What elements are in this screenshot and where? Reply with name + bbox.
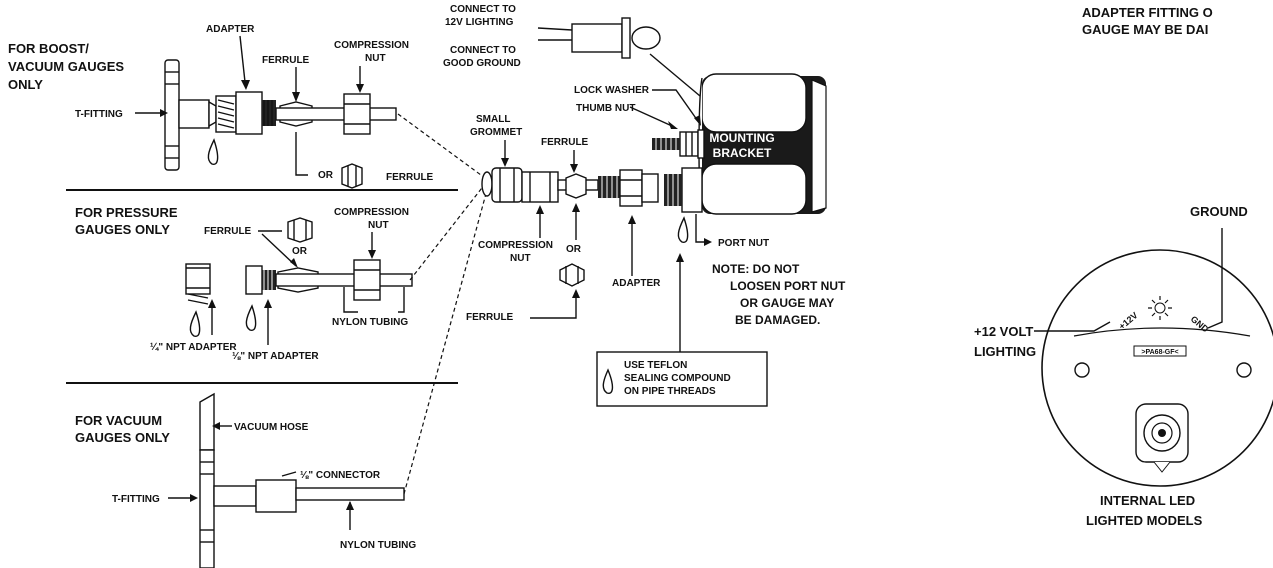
compression-nut-boost	[343, 93, 371, 135]
port-nut	[681, 167, 703, 213]
pressure-heading-line1: FOR PRESSURE	[75, 205, 178, 220]
bulb-icon	[1148, 296, 1172, 320]
thread-center	[598, 176, 620, 198]
thumb-nut	[679, 131, 699, 157]
alt-ferrule-center	[559, 263, 585, 287]
plus12-label-1: +12 VOLT	[974, 324, 1033, 339]
connect-lighting-label-2: 12V LIGHTING	[445, 17, 514, 28]
teflon-line-3: ON PIPE THREADS	[624, 386, 716, 397]
adapter-center	[619, 169, 643, 207]
note-line-3: OR GAUGE MAY	[740, 296, 834, 310]
vacuum-hose	[199, 392, 215, 451]
t-fitting-label: T-FITTING	[75, 109, 123, 120]
boost-heading-line2: VACUUM GAUGES	[8, 59, 124, 74]
ground-label: GROUND	[1190, 204, 1248, 219]
led-label-2: LIGHTED MODELS	[1086, 513, 1203, 528]
compression-nut-center	[521, 171, 559, 203]
or-label-boost: OR	[318, 170, 334, 181]
lock-washer-label: LOCK WASHER	[574, 85, 650, 96]
note-line-1: NOTE: DO NOT	[712, 262, 800, 276]
ferrule-center	[565, 173, 587, 199]
teflon-legend: USE TEFLON SEALING COMPOUND ON PIPE THRE…	[596, 351, 768, 407]
small-grommet	[491, 167, 523, 203]
compression-label-2-center: NUT	[510, 253, 531, 264]
compression-label-2-boost: NUT	[365, 53, 386, 64]
led-dial: +12V GND >PA68-GF<	[1041, 249, 1273, 487]
compression-label-1-pressure: COMPRESSION	[334, 207, 409, 218]
mounting-bracket-label-2: BRACKET	[713, 146, 772, 160]
npt-eighth-adapter	[245, 259, 413, 301]
ferrule-label-center: FERRULE	[541, 137, 589, 148]
threaded-adapter-boost	[215, 91, 276, 135]
or-label-pressure: OR	[292, 246, 308, 257]
boost-heading-line3: ONLY	[8, 77, 43, 92]
vacuum-heading-line2: GAUGES ONLY	[75, 430, 170, 445]
sealant-drop-gauge	[677, 216, 689, 243]
plus12-leader	[1034, 321, 1111, 332]
gauge-body: MOUNTING BRACKET	[652, 73, 827, 215]
or-label-center: OR	[566, 244, 582, 255]
alt-ferrule-boost	[341, 163, 363, 189]
tube-boost	[275, 107, 397, 121]
vacuum-section: FOR VACUUM GAUGES ONLY VACUUM HOSE T-FIT…	[75, 392, 416, 568]
npt18-label: ⅛" NPT ADAPTER	[232, 351, 319, 362]
lighting-socket	[537, 17, 701, 97]
plus12-label-2: LIGHTING	[974, 344, 1036, 359]
boost-section: FOR BOOST/ VACUUM GAUGES ONLY T-FITTING …	[8, 24, 434, 189]
teflon-line-2: SEALING COMPOUND	[624, 373, 731, 384]
mount-hole-left	[1074, 362, 1090, 378]
t-fitting-vacuum	[199, 449, 405, 568]
pressure-section: FOR PRESSURE GAUGES ONLY ¼" NPT ADAPTER …	[75, 205, 413, 362]
npt14-label: ¼" NPT ADAPTER	[150, 342, 237, 353]
dial-part-number: >PA68-GF<	[1141, 349, 1178, 356]
connect-lighting-label-1: CONNECT TO	[450, 4, 516, 15]
ground-leader	[1207, 228, 1223, 329]
connect-ground-label-1: CONNECT TO	[450, 45, 516, 56]
grommet-label-1: SMALL	[476, 114, 510, 125]
mounting-bracket-label-1: MOUNTING	[709, 131, 774, 145]
nylon-tubing-label-pressure: NYLON TUBING	[332, 317, 408, 328]
mount-hole-right	[1236, 362, 1252, 378]
compression-label-1-center: COMPRESSION	[478, 240, 553, 251]
note-line-2: LOOSEN PORT NUT	[730, 279, 846, 293]
thumb-nut-label: THUMB NUT	[576, 103, 635, 114]
adapter-label-center: ADAPTER	[612, 278, 661, 289]
vacuum-heading-line1: FOR VACUUM	[75, 413, 162, 428]
teflon-line-1: USE TEFLON	[624, 360, 687, 371]
sealant-drop-boost	[207, 138, 219, 165]
note-line-4: BE DAMAGED.	[735, 313, 820, 327]
adapter-label-boost: ADAPTER	[206, 24, 255, 35]
grommet-label-2: GROMMET	[470, 127, 522, 138]
t-fitting-boost	[164, 59, 217, 171]
boost-heading-line1: FOR BOOST/	[8, 41, 89, 56]
port-nut-label: PORT NUT	[718, 238, 769, 249]
vacuum-hose-label: VACUUM HOSE	[234, 422, 309, 433]
ferrule-label-center-alt: FERRULE	[466, 312, 514, 323]
center-assembly: SMALL GROMMET FERRULE COMPRESSION NUT OR…	[466, 114, 661, 323]
alt-ferrule-pressure	[287, 217, 313, 243]
led-label-1: INTERNAL LED	[1100, 493, 1195, 508]
compression-label-1-boost: COMPRESSION	[334, 40, 409, 51]
nylon-tubing-label-vacuum: NYLON TUBING	[340, 540, 416, 551]
ferrule-alt-label-boost: FERRULE	[386, 172, 434, 183]
dashed-connectors	[397, 113, 488, 495]
lock-washer	[697, 129, 705, 159]
adapter-warning-line1: ADAPTER FITTING O	[1082, 5, 1213, 20]
adapter-warning-line2: GAUGE MAY BE DAI	[1082, 22, 1208, 37]
t-fitting-vacuum-label: T-FITTING	[112, 494, 160, 505]
dial-face	[1041, 249, 1273, 487]
connector18-label: ⅛" CONNECTOR	[300, 470, 381, 481]
connect-ground-label-2: GOOD GROUND	[443, 58, 521, 69]
compression-label-2-pressure: NUT	[368, 220, 389, 231]
ferrule-label-pressure: FERRULE	[204, 226, 252, 237]
npt-quarter-adapter	[185, 263, 211, 305]
pressure-heading-line2: GAUGES ONLY	[75, 222, 170, 237]
ferrule-label-boost: FERRULE	[262, 55, 310, 66]
